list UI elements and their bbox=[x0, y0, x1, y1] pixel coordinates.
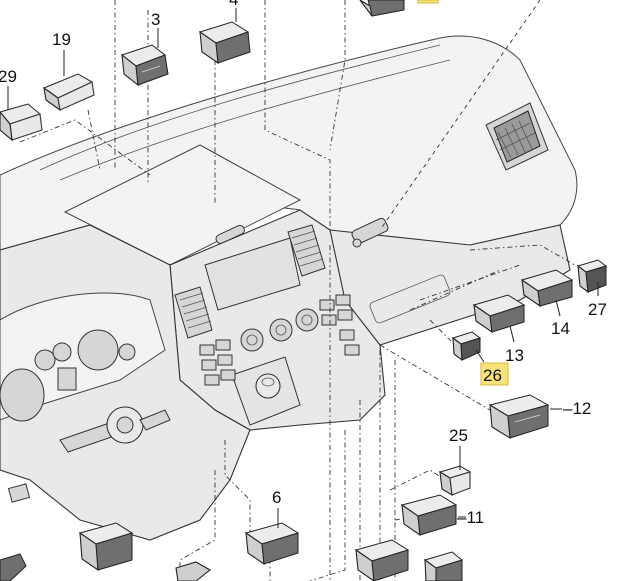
part-top-right bbox=[359, 0, 405, 17]
callout-12: –12 bbox=[563, 399, 591, 418]
callout-25: 25 bbox=[449, 426, 468, 445]
right-air-vent bbox=[485, 102, 549, 171]
part-27 bbox=[576, 259, 608, 294]
part-26 bbox=[451, 331, 482, 362]
part-13 bbox=[472, 294, 526, 334]
right-switch-block bbox=[319, 294, 360, 356]
callout-leaders bbox=[7, 8, 599, 528]
glovebox-handle bbox=[351, 217, 389, 245]
centre-vent-right bbox=[287, 224, 326, 277]
centre-vent-left bbox=[174, 286, 213, 339]
dashboard-assembly bbox=[0, 35, 578, 541]
light-switch bbox=[7, 483, 31, 503]
callout-4: 4 bbox=[229, 0, 238, 9]
climate-control-knobs bbox=[240, 308, 319, 352]
callout-26-highlight bbox=[480, 362, 509, 386]
part-bottom-left bbox=[78, 522, 134, 572]
callout-13: 13 bbox=[505, 346, 524, 365]
callout-6: 6 bbox=[272, 488, 281, 507]
defroster-line bbox=[39, 44, 441, 171]
callout-11: –11 bbox=[457, 508, 484, 527]
part-19 bbox=[42, 73, 95, 112]
cluster-gauges bbox=[0, 329, 136, 422]
callout-14: 14 bbox=[551, 319, 570, 338]
callout-highlight-stub bbox=[417, 0, 439, 4]
part-6 bbox=[244, 522, 300, 566]
steering-column bbox=[59, 406, 171, 453]
part-11 bbox=[400, 494, 458, 537]
part-14 bbox=[520, 269, 574, 308]
part-bottom-far-left bbox=[0, 553, 211, 581]
callout-3: 3 bbox=[151, 10, 160, 29]
part-29 bbox=[0, 103, 43, 142]
assembly-lines bbox=[19, 0, 576, 581]
callout-27: 27 bbox=[588, 300, 607, 319]
callout-labels: 3 4 19 29 27 14 13 26 –12 25 –11 6 bbox=[0, 0, 607, 527]
part-bottom-right bbox=[423, 551, 464, 581]
defroster-line bbox=[59, 59, 451, 181]
part-4 bbox=[198, 21, 251, 65]
part-25 bbox=[438, 465, 472, 497]
glovebox-recess bbox=[369, 274, 451, 324]
left-switch-block bbox=[199, 339, 236, 386]
part-bottom-middle bbox=[354, 539, 410, 581]
part-12 bbox=[488, 394, 550, 440]
part-3 bbox=[120, 44, 169, 87]
callout-26: 26 bbox=[483, 366, 502, 385]
callout-19: 19 bbox=[52, 30, 71, 49]
callout-29: 29 bbox=[0, 67, 17, 86]
radio-display bbox=[204, 237, 301, 311]
lock-cylinder bbox=[352, 238, 362, 248]
